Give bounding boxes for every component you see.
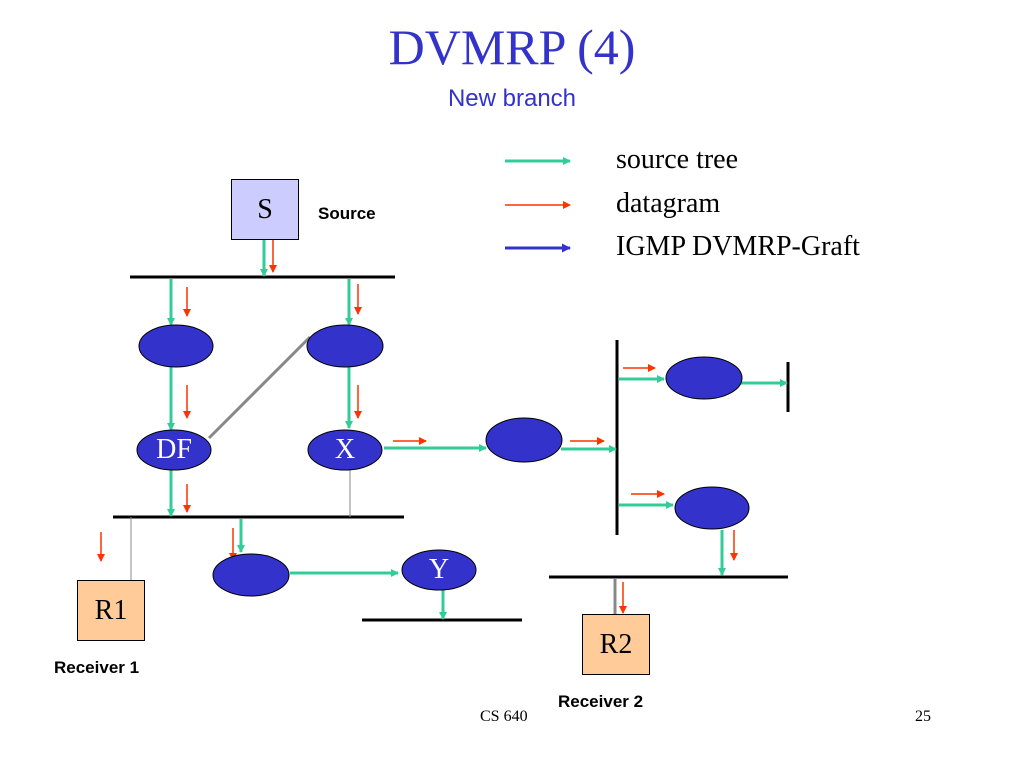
legend-label-source-tree: source tree — [616, 144, 739, 175]
router-right-top — [306, 324, 384, 368]
page-number: 25 — [915, 708, 931, 725]
receiver2-caption: Receiver 2 — [558, 692, 644, 711]
router-upper-right — [665, 356, 743, 400]
legend-label-datagram: datagram — [616, 188, 721, 219]
legend-label-graft: IGMP DVMRP-Graft — [616, 231, 860, 262]
router-left-top — [138, 324, 214, 368]
receiver1-caption: Receiver 1 — [54, 658, 140, 677]
footer-course: CS 640 — [480, 708, 528, 725]
router-middle — [485, 417, 563, 463]
source-box: S — [231, 179, 299, 240]
router-x — [307, 429, 383, 471]
router-x-label: X — [334, 434, 356, 465]
router-lower-right — [674, 486, 750, 530]
router-df-label: DF — [156, 434, 192, 465]
slide-title: DVMRP (4) — [388, 19, 636, 75]
router-df — [136, 429, 212, 471]
source-caption: Source — [318, 204, 376, 223]
router-y — [401, 549, 477, 591]
slide-subtitle: New branch — [447, 85, 577, 112]
receiver1-box: R1 — [77, 580, 145, 641]
receiver2-box: R2 — [582, 614, 650, 675]
df-to-router-link — [207, 335, 312, 440]
router-new-branch — [212, 553, 290, 597]
router-y-label: Y — [428, 554, 450, 585]
